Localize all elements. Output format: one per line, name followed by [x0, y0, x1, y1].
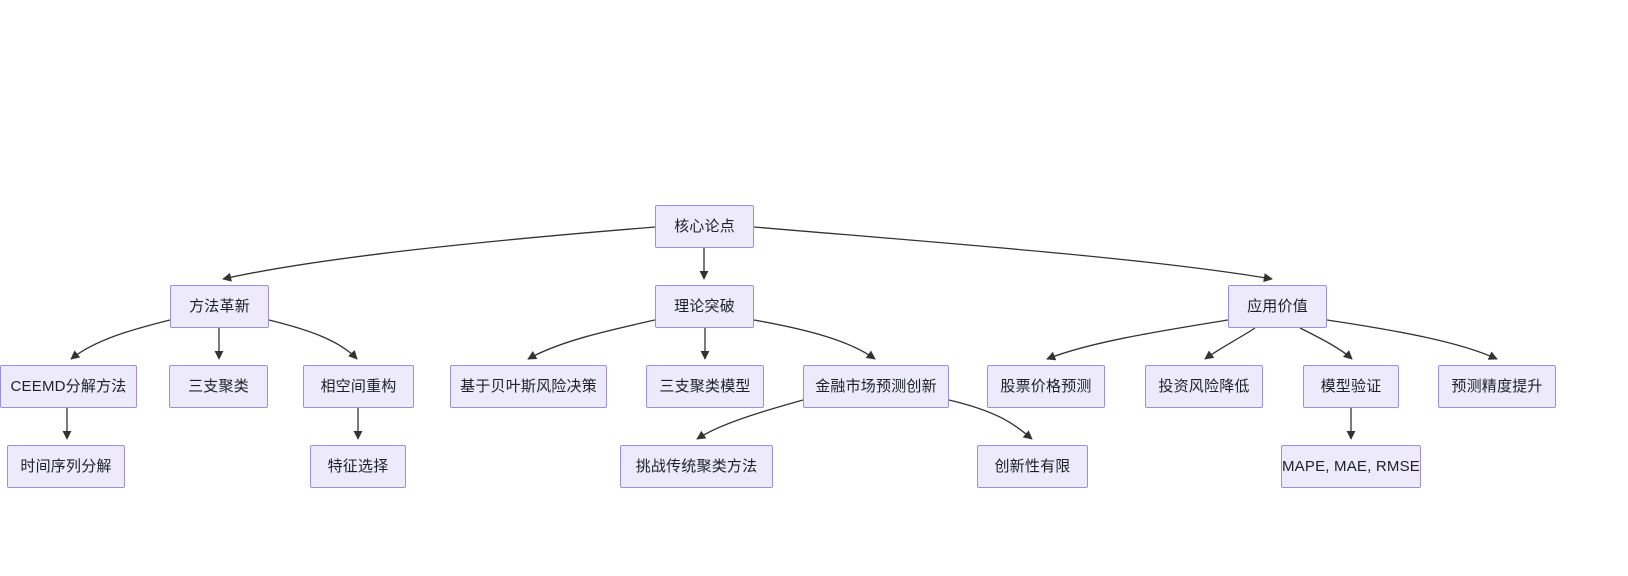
node-root[interactable]: 核心论点 [655, 205, 754, 248]
node-n1a[interactable]: CEEMD分解方法 [0, 365, 137, 408]
node-n1a1[interactable]: 时间序列分解 [7, 445, 125, 488]
node-n3b[interactable]: 投资风险降低 [1145, 365, 1263, 408]
node-n3[interactable]: 应用价值 [1228, 285, 1327, 328]
node-label: 预测精度提升 [1451, 378, 1543, 395]
node-label: 基于贝叶斯风险决策 [460, 378, 597, 395]
edge-root-to-n1 [222, 226, 656, 282]
edge-n3-to-n3c [1299, 327, 1353, 360]
edge-n3-to-n3b [1204, 327, 1256, 360]
node-label: 金融市场预测创新 [815, 378, 937, 395]
node-label: 应用价值 [1247, 298, 1308, 315]
edge-n1-to-n1c [268, 319, 358, 360]
node-label: 创新性有限 [994, 458, 1071, 475]
node-label: 股票价格预测 [1000, 378, 1092, 395]
node-n3c[interactable]: 模型验证 [1303, 365, 1399, 408]
node-n3d[interactable]: 预测精度提升 [1438, 365, 1556, 408]
node-n2c[interactable]: 金融市场预测创新 [803, 365, 949, 408]
node-n2c2[interactable]: 创新性有限 [977, 445, 1088, 488]
node-label: 挑战传统聚类方法 [635, 458, 758, 475]
node-label: 方法革新 [189, 298, 250, 315]
node-label: 投资风险降低 [1158, 378, 1250, 395]
node-n1b[interactable]: 三支聚类 [169, 365, 268, 408]
node-n2b[interactable]: 三支聚类模型 [646, 365, 764, 408]
node-label: 模型验证 [1320, 378, 1382, 395]
node-label: 相空间重构 [320, 378, 397, 395]
node-n1[interactable]: 方法革新 [170, 285, 269, 328]
node-label: 三支聚类 [188, 378, 249, 395]
edge-n2-to-n2a [527, 319, 656, 360]
node-label: 理论突破 [674, 298, 735, 315]
edge-n2-to-n2c [753, 319, 876, 360]
node-n2a[interactable]: 基于贝叶斯风险决策 [450, 365, 607, 408]
node-n2c1[interactable]: 挑战传统聚类方法 [620, 445, 773, 488]
edge-n3-to-n3a [1046, 319, 1229, 361]
node-label: 特征选择 [327, 458, 389, 475]
edge-root-to-n3 [753, 226, 1273, 283]
node-n2[interactable]: 理论突破 [655, 285, 754, 328]
node-label: 时间序列分解 [20, 458, 112, 475]
node-label: CEEMD分解方法 [10, 378, 127, 395]
node-n3a[interactable]: 股票价格预测 [987, 365, 1105, 408]
node-n3c1[interactable]: MAPE, MAE, RMSE [1281, 445, 1421, 488]
node-label: 三支聚类模型 [659, 378, 751, 395]
node-n1c[interactable]: 相空间重构 [303, 365, 414, 408]
node-n1c1[interactable]: 特征选择 [310, 445, 406, 488]
edge-n3-to-n3d [1326, 319, 1498, 360]
edge-n1-to-n1a [70, 319, 171, 360]
node-label: 核心论点 [674, 218, 735, 235]
node-label: MAPE, MAE, RMSE [1281, 458, 1421, 475]
